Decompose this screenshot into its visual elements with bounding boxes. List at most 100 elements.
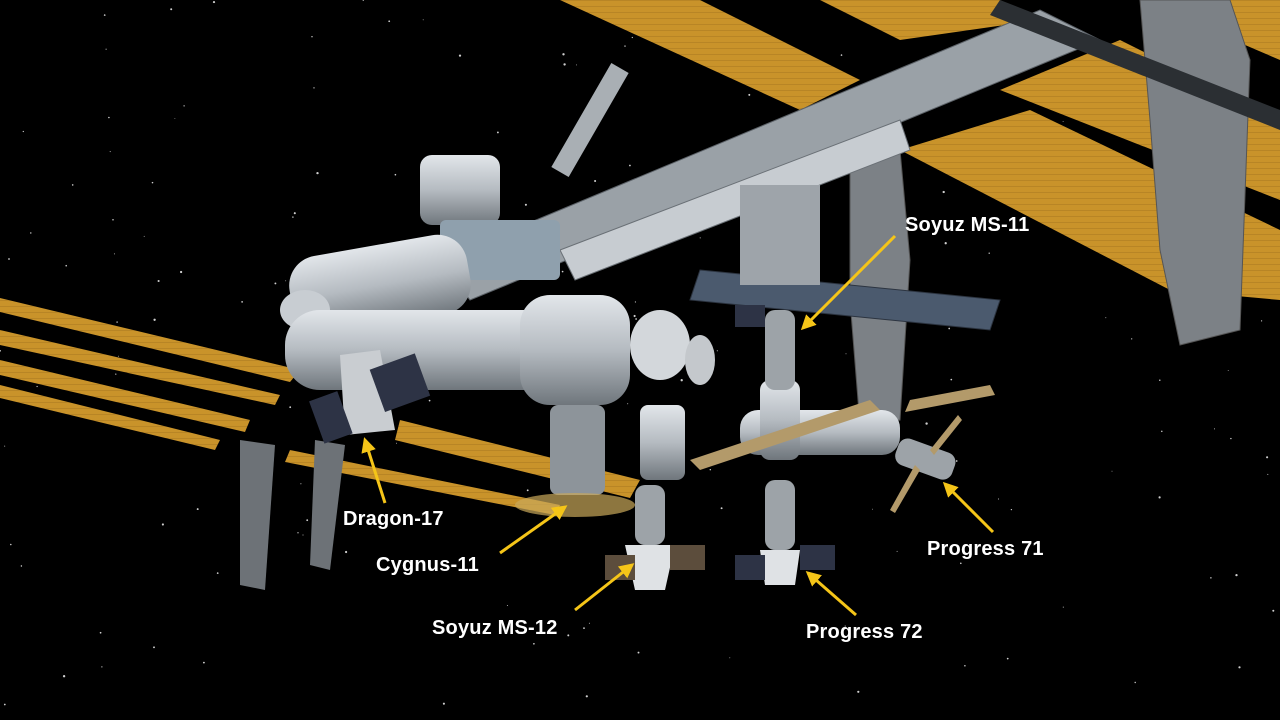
- arrow-soyuz-ms-12: [574, 563, 635, 612]
- star: [1261, 320, 1263, 322]
- star: [748, 93, 751, 96]
- star: [716, 350, 718, 352]
- star: [567, 634, 570, 637]
- star: [1235, 573, 1238, 577]
- star: [118, 355, 119, 357]
- star: [1062, 606, 1064, 608]
- star: [105, 48, 107, 50]
- star: [101, 666, 103, 668]
- star: [1158, 496, 1161, 499]
- star: [561, 270, 564, 273]
- star: [960, 562, 962, 565]
- star: [99, 631, 102, 634]
- star: [709, 468, 712, 471]
- star: [302, 534, 304, 536]
- star: [388, 20, 391, 23]
- star: [112, 219, 114, 221]
- star: [845, 353, 847, 355]
- star: [428, 399, 431, 402]
- star: [631, 36, 633, 39]
- star: [179, 270, 183, 274]
- star: [161, 523, 164, 526]
- star: [292, 216, 294, 218]
- star: [22, 130, 24, 133]
- star: [396, 442, 397, 444]
- star: [183, 105, 185, 107]
- star: [526, 489, 529, 492]
- star: [950, 378, 953, 381]
- star: [71, 184, 74, 186]
- star: [948, 327, 951, 330]
- star: [458, 54, 462, 57]
- star: [174, 118, 176, 119]
- star: [635, 318, 637, 320]
- star: [563, 63, 566, 66]
- star: [1272, 609, 1275, 612]
- star: [583, 627, 585, 629]
- star: [637, 651, 640, 654]
- callout-arrows: [361, 234, 995, 617]
- star: [585, 695, 588, 698]
- star: [3, 703, 6, 706]
- star: [170, 8, 173, 11]
- star: [840, 54, 843, 56]
- star: [1105, 317, 1107, 319]
- star: [241, 301, 243, 303]
- star: [10, 543, 12, 546]
- star: [293, 212, 296, 215]
- visiting-vehicles: [309, 305, 962, 590]
- star: [955, 460, 958, 462]
- star: [944, 242, 947, 245]
- star: [533, 642, 535, 645]
- star: [4, 445, 6, 447]
- star: [196, 508, 199, 511]
- arrow-progress-71: [942, 481, 995, 534]
- star: [109, 151, 111, 153]
- star: [285, 280, 287, 282]
- star: [1230, 437, 1232, 440]
- star: [157, 279, 160, 283]
- star: [151, 181, 154, 184]
- star: [942, 190, 945, 194]
- star: [0, 350, 1, 352]
- star: [1213, 428, 1216, 430]
- star: [633, 314, 636, 318]
- star: [562, 53, 565, 56]
- star: [1006, 657, 1009, 660]
- star: [927, 229, 929, 231]
- star: [964, 664, 966, 667]
- star: [345, 550, 348, 554]
- star: [313, 87, 315, 89]
- star: [997, 498, 1000, 500]
- star: [153, 646, 155, 649]
- star: [634, 301, 636, 303]
- label-cygnus-11: Cygnus-11: [376, 554, 479, 576]
- label-progress-71: Progress 71: [927, 538, 1044, 560]
- star: [1267, 473, 1269, 475]
- soyuz-ms-11-vehicle: [735, 305, 795, 390]
- star: [496, 131, 499, 134]
- star: [699, 237, 701, 239]
- star: [1266, 456, 1269, 459]
- main-truss: [439, 0, 1280, 331]
- star: [442, 702, 445, 705]
- star: [30, 232, 32, 234]
- star: [297, 532, 299, 534]
- star: [576, 64, 577, 66]
- star: [1134, 681, 1136, 684]
- star: [506, 605, 508, 606]
- star: [720, 507, 723, 510]
- label-dragon-17: Dragon-17: [343, 508, 444, 530]
- star: [1227, 369, 1229, 371]
- star: [857, 690, 860, 693]
- star: [65, 264, 67, 267]
- star: [594, 179, 597, 183]
- star: [627, 403, 629, 405]
- star: [274, 282, 277, 285]
- label-soyuz-ms-11: Soyuz MS-11: [905, 214, 1030, 236]
- star: [588, 622, 590, 624]
- star: [1131, 338, 1133, 340]
- progress-71-vehicle: [890, 415, 962, 513]
- arrow-progress-72: [805, 571, 857, 617]
